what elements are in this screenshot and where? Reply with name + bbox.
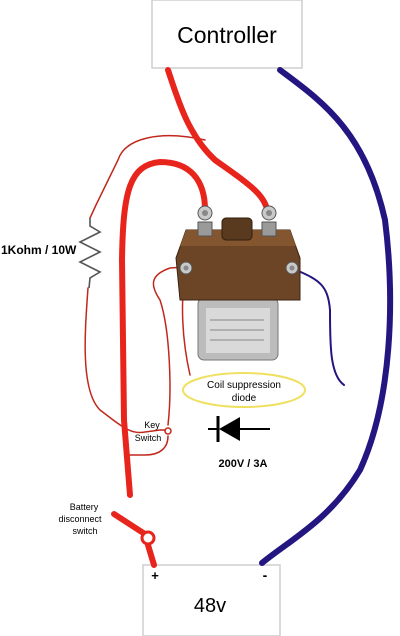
key-switch-coil-wire (152, 266, 187, 426)
resistor-feed-wire (89, 135, 206, 219)
battery-switch-label-line3: switch (72, 526, 97, 536)
resistor-return-wire (84, 287, 161, 434)
battery-voltage-label: 48v (194, 595, 226, 617)
coil-terminal-left (179, 261, 193, 275)
controller-positive-wire (165, 67, 271, 217)
battery-plus-label: + (151, 568, 159, 583)
contactor-terminal-right (261, 205, 277, 237)
battery-minus-label: - (263, 567, 268, 583)
battery-box: + - 48v (142, 564, 281, 636)
diode-callout-line1: Coil suppression (207, 380, 281, 391)
controller-label: Controller (177, 22, 277, 48)
diode-callout-line2: diode (232, 393, 257, 404)
battery-positive-wire (118, 158, 208, 498)
resistor-label: 1Kohm / 10W (1, 243, 77, 257)
battery-switch-lower-wire (145, 542, 157, 568)
contactor-terminal-left (197, 205, 213, 237)
key-switch-label-line1: Key (144, 420, 160, 430)
key-switch-label-line2: Switch (135, 433, 162, 443)
battery-switch-label-line2: disconnect (58, 514, 102, 524)
diode-callout: Coil suppression diode (182, 372, 306, 408)
controller-box: Controller (151, 0, 303, 69)
coil-terminal-right (285, 261, 299, 275)
key-switch-wire (127, 435, 169, 456)
battery-disconnect-switch (111, 511, 156, 546)
coil-right-wire (295, 269, 345, 386)
diode-rating-label: 200V / 3A (219, 458, 268, 470)
contactor (175, 205, 301, 361)
key-switch-symbol (160, 427, 172, 435)
battery-switch-label-line1: Battery (70, 502, 99, 512)
battery-negative-wire (259, 67, 394, 566)
diode-symbol (208, 416, 270, 442)
resistor-symbol (78, 218, 102, 289)
